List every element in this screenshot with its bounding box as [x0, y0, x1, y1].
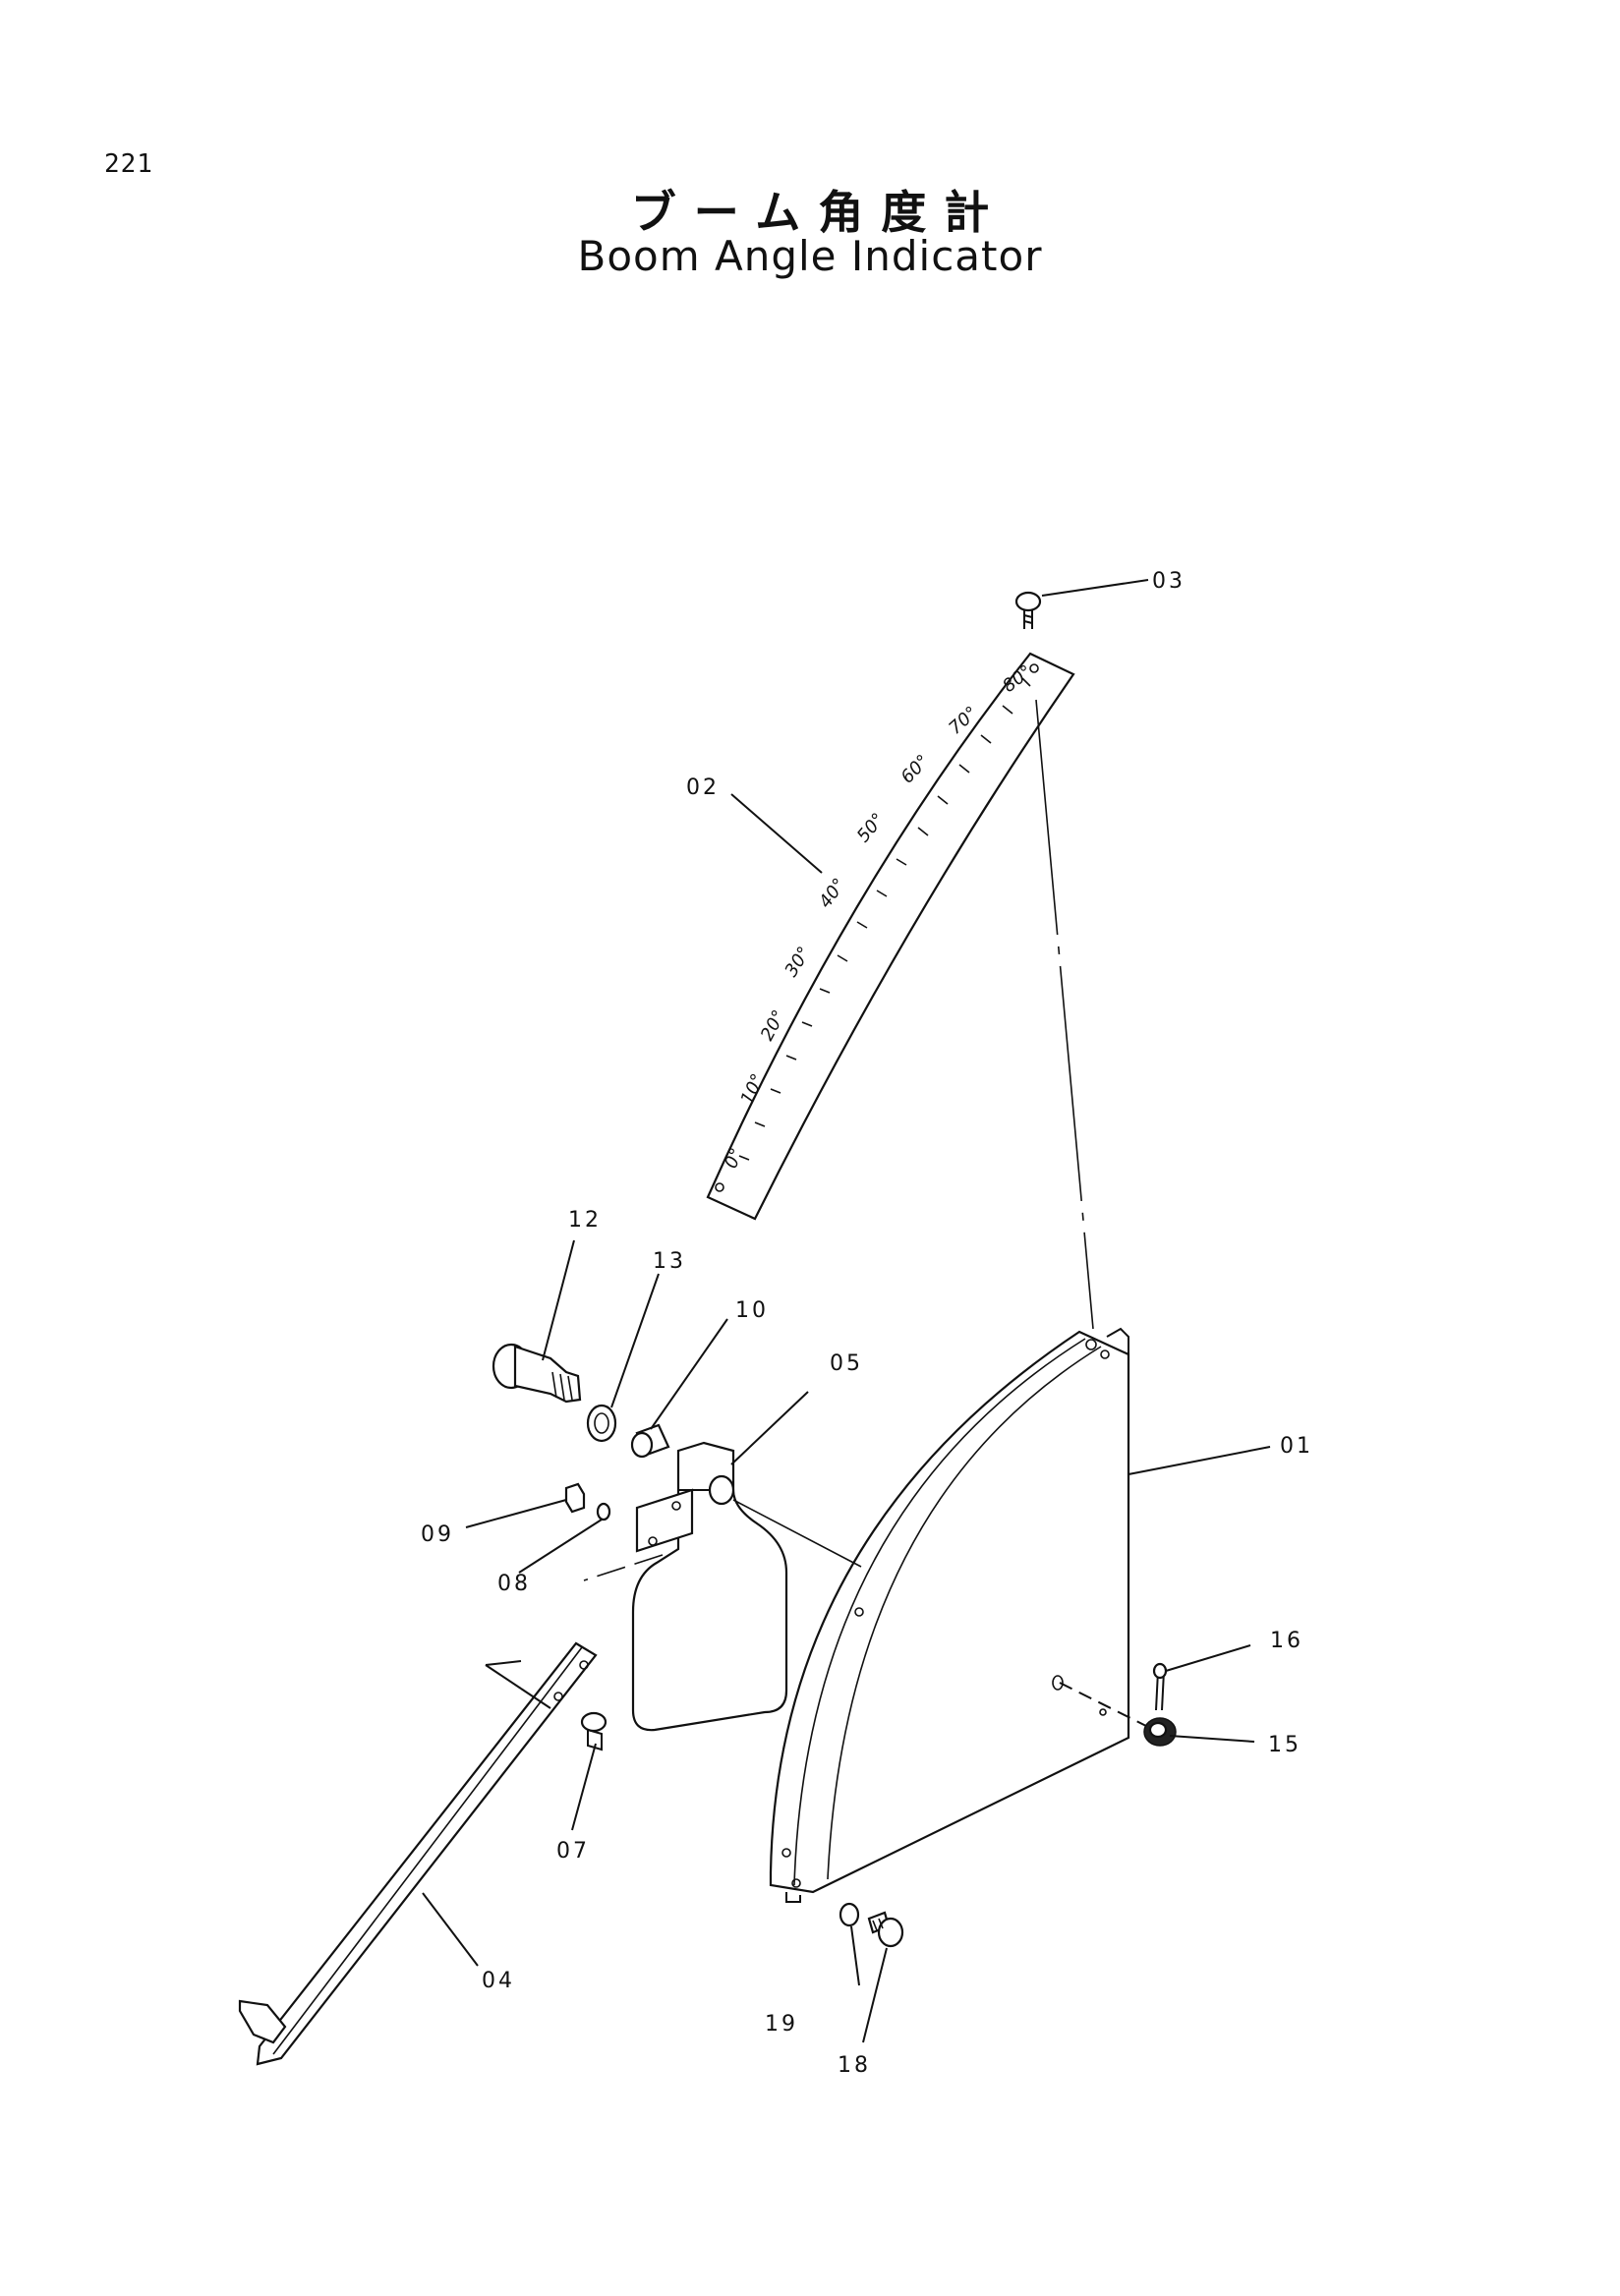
callout-13: 13: [653, 1249, 686, 1274]
callout-02: 02: [686, 775, 720, 800]
page-number: 221: [104, 149, 153, 179]
callout-03: 03: [1152, 569, 1186, 594]
pointer-bracket: [631, 1441, 788, 1732]
callout-08: 08: [497, 1572, 531, 1596]
callout-09: 09: [421, 1522, 454, 1547]
pivot-washer: [586, 1404, 617, 1443]
callout-15: 15: [1268, 1733, 1302, 1757]
title-english: Boom Angle Indicator: [577, 232, 1043, 280]
angle-scale-plate: 0° 10° 20° 30° 40° 50° 60° 70° 80°: [706, 652, 1075, 1221]
scale-mark-60: 60°: [897, 751, 933, 788]
scale-mark-50: 50°: [853, 809, 890, 846]
callout-18: 18: [838, 2053, 871, 2078]
arm-screw: [580, 1711, 608, 1751]
pivot-bolt: [492, 1343, 582, 1404]
callout-12: 12: [568, 1208, 602, 1233]
callout-05: 05: [830, 1351, 863, 1376]
callout-16: 16: [1270, 1629, 1303, 1653]
nut-and-washer: [564, 1482, 611, 1521]
callouts: 01 02 03 04 05 07 08 09 10 12 13 15 16 1…: [421, 569, 1313, 2078]
callout-10: 10: [735, 1298, 769, 1323]
castle-nut-and-cotter: [1059, 1662, 1177, 1747]
quadrant-housing: [769, 1327, 1130, 1903]
leader-lines: [422, 793, 1271, 2043]
title-japanese: ブーム角度計: [630, 186, 1008, 239]
scale-mark-30: 30°: [781, 943, 815, 980]
bottom-screw-and-washer: [839, 1902, 904, 1948]
callout-19: 19: [765, 2012, 798, 2037]
callout-01: 01: [1280, 1434, 1313, 1459]
scale-mark-40: 40°: [815, 875, 850, 912]
pointer-arm: [238, 1641, 598, 2066]
pivot-collar: [630, 1423, 670, 1459]
top-screw: [1014, 579, 1149, 629]
callout-07: 07: [556, 1839, 590, 1864]
callout-04: 04: [482, 1969, 515, 1993]
